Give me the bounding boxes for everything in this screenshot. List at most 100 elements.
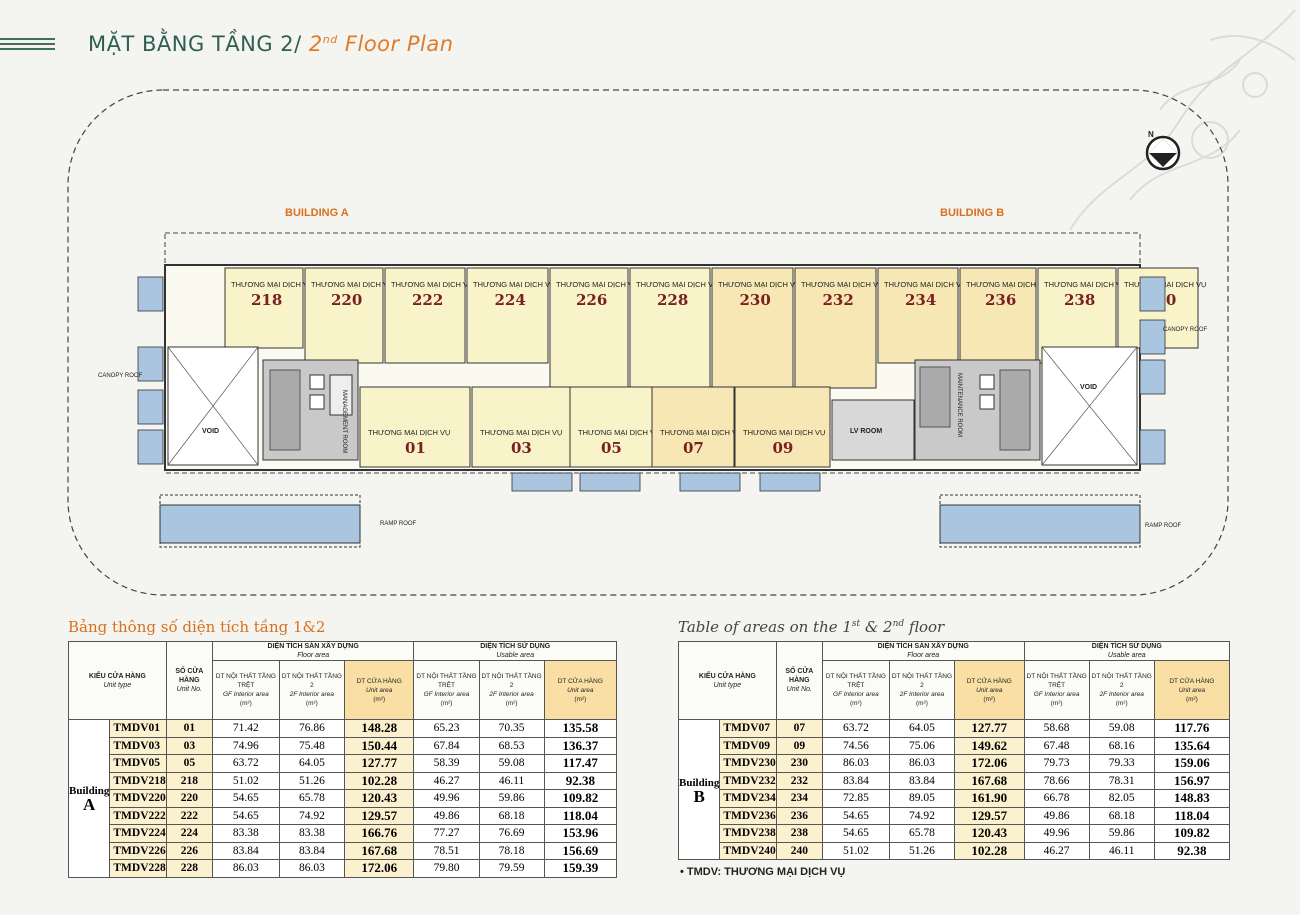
- table-cell: 129.57: [343, 806, 415, 825]
- svg-text:LV ROOM: LV ROOM: [850, 428, 882, 435]
- table-cell: 167.68: [954, 771, 1025, 790]
- table-cell: 54.65: [211, 806, 280, 825]
- table-cell: 172.06: [343, 859, 415, 878]
- unit-number: 224: [495, 291, 526, 309]
- unit-label: THƯƠNG MẠI DỊCH VỤ: [884, 280, 966, 289]
- table-cell: 01: [165, 719, 213, 738]
- table-cell: 127.77: [343, 754, 415, 773]
- table-cell: 148.28: [343, 719, 415, 738]
- unit-number: 228: [657, 291, 688, 309]
- svg-text:RAMP ROOF: RAMP ROOF: [1145, 523, 1182, 529]
- core-a: MANAGEMENT ROOM: [262, 359, 359, 461]
- table-cell: 220: [165, 789, 213, 808]
- table-caption-vi: Bảng thông số diện tích tầng 1&2: [68, 618, 326, 636]
- table-cell: 46.27: [413, 771, 480, 790]
- table-cell: 72.85: [821, 789, 890, 808]
- parking-bay: [137, 346, 164, 382]
- svg-text:MANAGEMENT ROOM: MANAGEMENT ROOM: [341, 390, 347, 453]
- table-cell: 46.27: [1023, 841, 1090, 860]
- parking-bay: [137, 276, 164, 312]
- table-cell: 102.28: [954, 841, 1025, 860]
- table-cell: TMDV232: [719, 771, 777, 790]
- parking-bay: [137, 389, 164, 425]
- unit-number: 236: [985, 291, 1016, 309]
- table-cell: 150.44: [343, 736, 415, 755]
- table-cell: 167.68: [343, 841, 415, 860]
- table-cell: 120.43: [954, 824, 1025, 843]
- table-cell: 46.11: [1088, 841, 1155, 860]
- table-cell: 09: [775, 736, 823, 755]
- unit-label: THƯƠNG MẠI DỊCH VỤ: [1044, 280, 1126, 289]
- parking-bay: [759, 472, 821, 492]
- table-cell: 92.38: [1153, 841, 1231, 860]
- table-cell: 78.51: [413, 841, 480, 860]
- unit-number: 03: [511, 439, 532, 457]
- table-cell: 156.97: [1153, 771, 1231, 790]
- unit-label: THƯƠNG MẠI DỊCH VỤ: [801, 280, 883, 289]
- table-cell: TMDV234: [719, 789, 777, 808]
- table-cell: TMDV240: [719, 841, 777, 860]
- unit-number: 218: [251, 291, 282, 309]
- table-cell: 232: [775, 771, 823, 790]
- parking-bay: [1139, 276, 1166, 312]
- table-cell: 79.59: [478, 859, 545, 878]
- table-cell: TMDV224: [109, 824, 167, 843]
- table-cell: 68.53: [478, 736, 545, 755]
- table-cell: 51.26: [888, 841, 956, 860]
- table-cell: 59.08: [1088, 719, 1155, 738]
- table-cell: 76.86: [278, 719, 345, 738]
- table-cell: 166.76: [343, 824, 415, 843]
- table-cell: 71.42: [211, 719, 280, 738]
- table-cell: 86.03: [888, 754, 956, 773]
- table-cell: TMDV238: [719, 824, 777, 843]
- table-cell: 65.78: [888, 824, 956, 843]
- table-cell: 49.86: [413, 806, 480, 825]
- table-cell: 109.82: [543, 789, 618, 808]
- table-cell: 161.90: [954, 789, 1025, 808]
- table-cell: 135.58: [543, 719, 618, 738]
- parking-bay: [679, 472, 741, 492]
- parking-bay: [511, 472, 573, 492]
- table-cell: 51.26: [278, 771, 345, 790]
- table-cell: 64.05: [278, 754, 345, 773]
- unit-label: THƯƠNG MẠI DỊCH VỤ: [578, 428, 660, 437]
- table-cell: 135.64: [1153, 736, 1231, 755]
- unit-number: 238: [1064, 291, 1095, 309]
- unit-number: 232: [823, 291, 854, 309]
- table-cell: 86.03: [821, 754, 890, 773]
- table-cell: 148.83: [1153, 789, 1231, 808]
- table-cell: 109.82: [1153, 824, 1231, 843]
- table-cell: 79.73: [1023, 754, 1090, 773]
- table-cell: 75.06: [888, 736, 956, 755]
- table-cell: 83.38: [211, 824, 280, 843]
- table-cell: 67.84: [413, 736, 480, 755]
- unit-label: THƯƠNG MẠI DỊCH VỤ: [743, 428, 825, 437]
- table-cell: 153.96: [543, 824, 618, 843]
- table-cell: 129.57: [954, 806, 1025, 825]
- table-cell: 63.72: [211, 754, 280, 773]
- table-cell: 230: [775, 754, 823, 773]
- table-cell: 92.38: [543, 771, 618, 790]
- table-cell: 74.56: [821, 736, 890, 755]
